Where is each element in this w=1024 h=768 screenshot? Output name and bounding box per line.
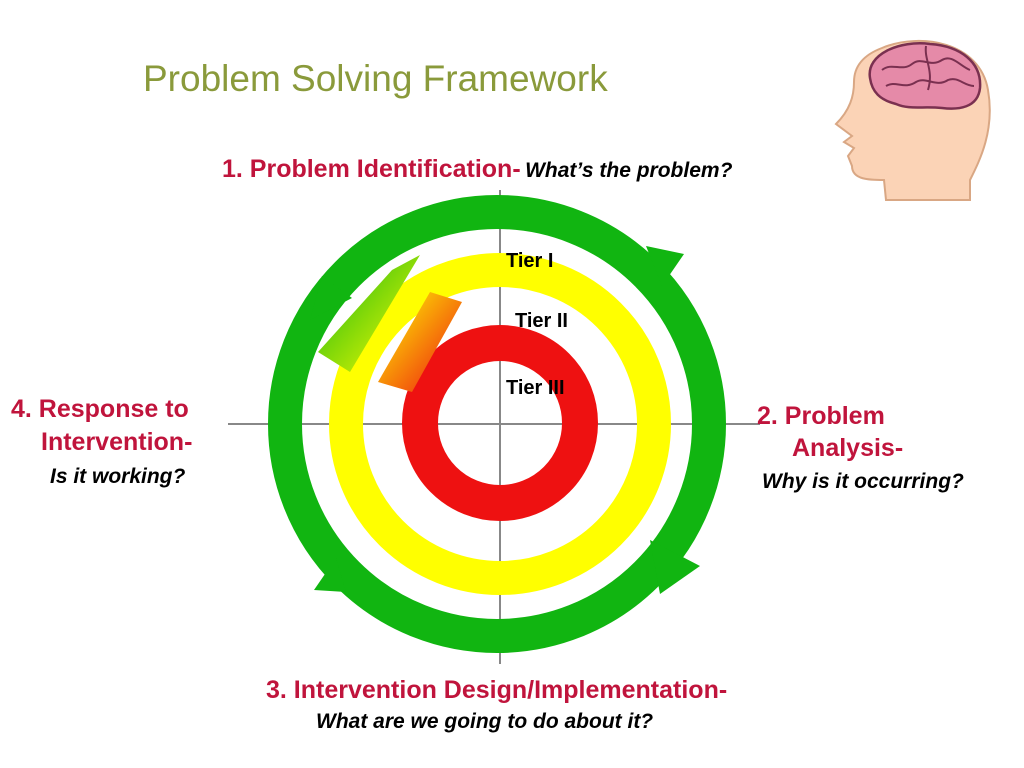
tier1-ring <box>268 195 726 653</box>
step-1-label: 1. Problem Identification- <box>222 155 521 183</box>
tier-3-label: Tier III <box>506 377 565 399</box>
tier2-ring <box>329 253 671 595</box>
step-4-label-line2: Intervention- <box>41 428 193 456</box>
tier3-ring <box>402 325 598 521</box>
step-2-label-line1: 2. Problem <box>757 402 885 430</box>
green-to-yellow-connector <box>318 255 420 372</box>
tier-1-label: Tier I <box>506 250 554 272</box>
step-3-label: 3. Intervention Design/Implementation- <box>266 676 728 704</box>
step-4-question: Is it working? <box>50 465 186 488</box>
page-title: Problem Solving Framework <box>143 58 608 99</box>
arrowhead-bottom-left-icon <box>314 558 346 592</box>
step-2-question: Why is it occurring? <box>762 470 964 493</box>
step-3-question: What are we going to do about it? <box>316 710 654 733</box>
arrowhead-top-right-icon <box>646 246 684 286</box>
step-2-label-line2: Analysis- <box>792 434 904 462</box>
yellow-to-red-connector <box>378 292 462 392</box>
arrowhead-bottom-right-icon <box>650 540 700 594</box>
tier-2-label: Tier II <box>515 310 568 332</box>
step-4-label-line1: 4. Response to <box>11 395 189 423</box>
step-1-group: 1. Problem Identification- What’s the pr… <box>222 155 732 184</box>
step-1-question: What’s the problem? <box>525 159 733 182</box>
head-with-brain-icon <box>834 39 991 201</box>
arrowhead-top-left-icon <box>310 276 352 320</box>
